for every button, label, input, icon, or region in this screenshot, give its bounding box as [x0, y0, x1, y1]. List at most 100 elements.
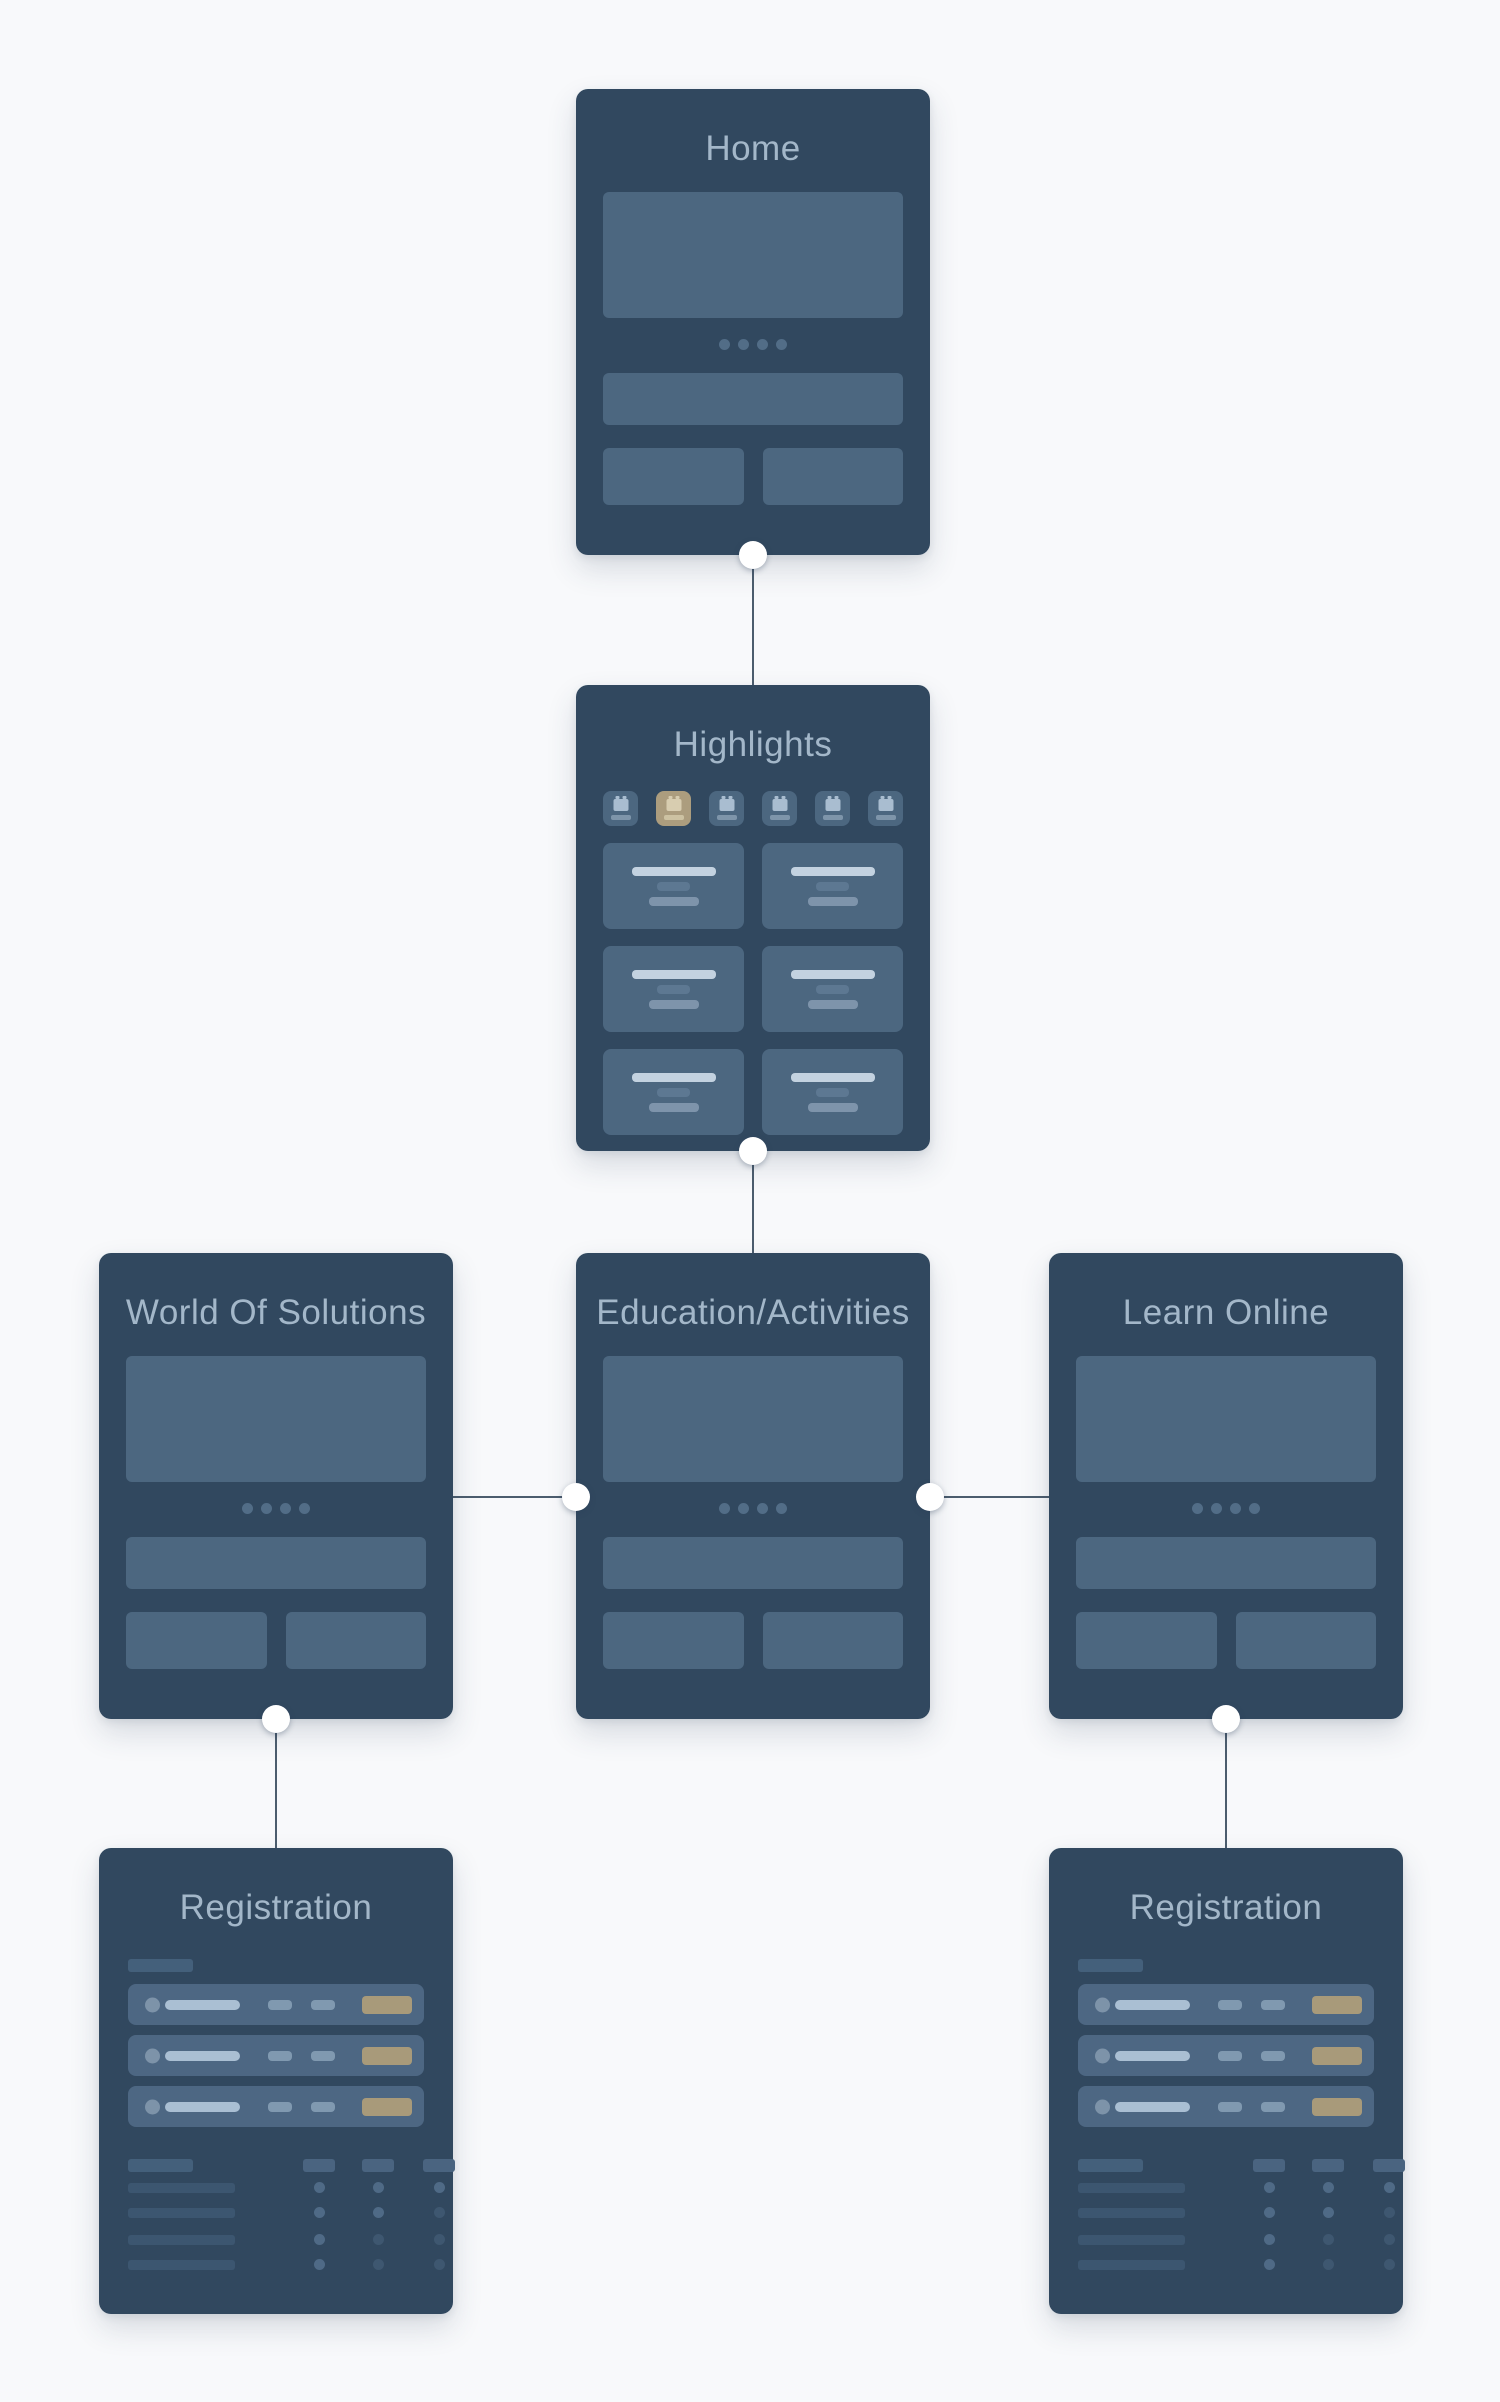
availability-dot — [1383, 2207, 1395, 2218]
calendar-icon — [613, 796, 628, 811]
education-activities-card[interactable]: Education/Activities — [576, 1253, 930, 1719]
connector-node[interactable] — [739, 541, 767, 569]
calendar-icon — [878, 796, 893, 811]
calendar-icon — [825, 796, 840, 811]
text-line-tertiary — [648, 999, 699, 1009]
button-row — [603, 1612, 903, 1669]
text-line-tertiary — [648, 1102, 699, 1112]
category-tile — [603, 791, 638, 826]
action-button — [362, 1995, 412, 2014]
section-label-bar — [128, 1959, 193, 1972]
availability-dot — [433, 2234, 445, 2245]
hero-image-placeholder — [603, 192, 903, 318]
world-of-solutions-card[interactable]: World Of Solutions — [99, 1253, 453, 1719]
carousel-dot — [299, 1503, 310, 1514]
carousel-dot — [1192, 1503, 1203, 1514]
availability-dot — [313, 2234, 325, 2245]
button-placeholder — [126, 1612, 267, 1669]
column-header-bar — [1253, 2159, 1285, 2172]
page-title: World Of Solutions — [125, 1293, 427, 1332]
button-row — [126, 1612, 426, 1669]
tile-label-line — [663, 815, 684, 820]
button-row — [1076, 1612, 1376, 1669]
tile-label-line — [769, 815, 790, 820]
connector-node[interactable] — [1212, 1705, 1240, 1733]
connector-node[interactable] — [739, 1137, 767, 1165]
connector-worldofsolutions-registration — [275, 1719, 277, 1848]
section-label-bar — [1078, 2159, 1143, 2172]
avatar-circle — [145, 2048, 160, 2063]
section-label-bar — [1078, 1959, 1143, 1972]
availability-dot — [313, 2182, 325, 2193]
text-line-primary — [790, 969, 875, 979]
button-placeholder — [603, 1612, 744, 1669]
highlight-item-card — [762, 843, 903, 929]
availability-dot — [433, 2259, 445, 2270]
registration-left-card[interactable]: Registration — [99, 1848, 455, 2314]
button-placeholder — [1235, 1612, 1376, 1669]
registration-row — [128, 2035, 424, 2076]
registration-right-card[interactable]: Registration — [1049, 1848, 1405, 2314]
text-line-tertiary — [648, 896, 699, 906]
availability-dot — [1322, 2259, 1334, 2270]
connector-node[interactable] — [562, 1483, 590, 1511]
content-block — [603, 1537, 903, 1589]
connector-node[interactable] — [262, 1705, 290, 1733]
text-line-tertiary — [807, 1102, 858, 1112]
carousel-dots — [99, 1503, 453, 1514]
field-pill — [311, 1999, 335, 2010]
connector-home-highlights — [752, 555, 754, 685]
carousel-dot — [776, 1503, 787, 1514]
highlight-item-card — [762, 946, 903, 1032]
availability-dot — [372, 2182, 384, 2193]
category-tile — [709, 791, 744, 826]
avatar-circle — [1095, 2099, 1110, 2114]
field-pill — [1261, 2101, 1285, 2112]
column-header-bar — [1312, 2159, 1344, 2172]
text-line-tertiary — [807, 896, 858, 906]
availability-dot — [1263, 2182, 1275, 2193]
tile-label-line — [822, 815, 843, 820]
connector-learnonline-registration — [1225, 1719, 1227, 1848]
button-placeholder — [285, 1612, 426, 1669]
availability-dot — [372, 2234, 384, 2245]
avatar-circle — [1095, 1997, 1110, 2012]
hero-image-placeholder — [1076, 1356, 1376, 1482]
carousel-dot — [776, 339, 787, 350]
home-card[interactable]: Home — [576, 89, 930, 555]
comparison-table — [1078, 2158, 1405, 2278]
text-line-secondary — [657, 984, 690, 994]
connector-highlights-education — [752, 1151, 754, 1253]
section-label-bar — [128, 2159, 193, 2172]
column-header-bar — [423, 2159, 455, 2172]
page-title: Highlights — [673, 725, 833, 764]
highlights-card[interactable]: Highlights — [576, 685, 930, 1151]
highlight-item-card — [762, 1049, 903, 1135]
text-line-secondary — [816, 1087, 849, 1097]
category-tile — [815, 791, 850, 826]
calendar-icon — [772, 796, 787, 811]
page-title: Learn Online — [1122, 1293, 1330, 1332]
name-line — [165, 1999, 240, 2010]
availability-dot — [1322, 2207, 1334, 2218]
carousel-dot — [242, 1503, 253, 1514]
action-button — [362, 2046, 412, 2065]
avatar-circle — [1095, 2048, 1110, 2063]
carousel-dot — [719, 339, 730, 350]
feature-line — [128, 2183, 235, 2193]
connector-node[interactable] — [916, 1483, 944, 1511]
hero-image-placeholder — [126, 1356, 426, 1482]
registration-row — [1078, 2035, 1374, 2076]
page-title: Registration — [1129, 1888, 1323, 1927]
avatar-circle — [145, 1997, 160, 2012]
text-line-primary — [790, 1072, 875, 1082]
field-pill — [268, 2101, 292, 2112]
field-pill — [1218, 2050, 1242, 2061]
calendar-icon — [666, 796, 681, 811]
availability-dot — [313, 2259, 325, 2270]
content-block — [1076, 1537, 1376, 1589]
text-line-primary — [631, 1072, 716, 1082]
availability-dot — [1383, 2182, 1395, 2193]
button-placeholder — [603, 448, 744, 505]
learn-online-card[interactable]: Learn Online — [1049, 1253, 1403, 1719]
